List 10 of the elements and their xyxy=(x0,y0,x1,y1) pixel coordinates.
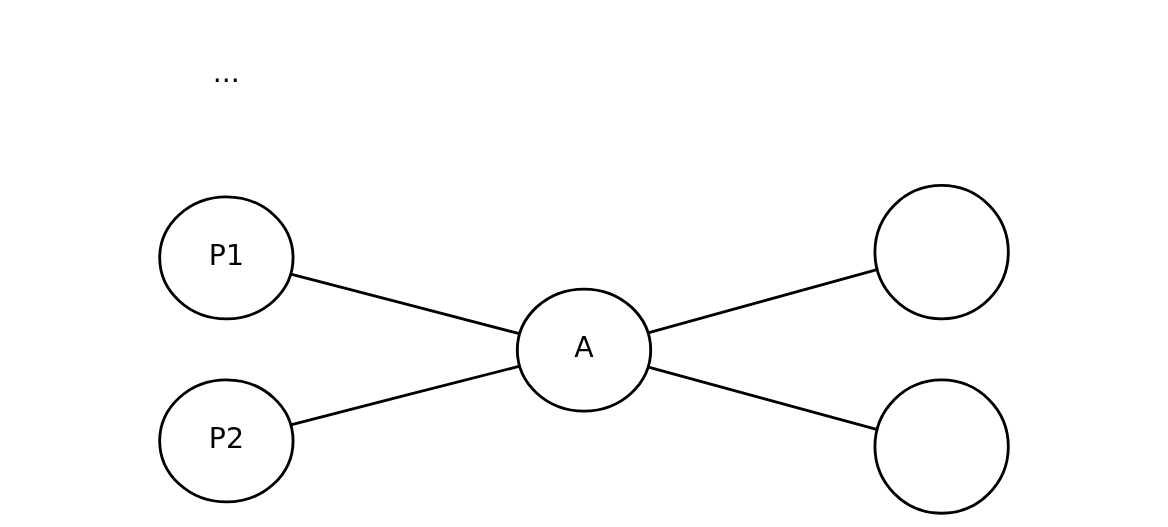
node-circle xyxy=(873,184,1010,321)
node-circle: A xyxy=(515,287,653,413)
connector xyxy=(290,364,520,427)
connector xyxy=(290,272,520,336)
node-circle xyxy=(873,378,1010,515)
connector xyxy=(647,268,878,335)
label: ... xyxy=(212,55,240,89)
node-circle: P1 xyxy=(158,195,295,321)
connector xyxy=(648,365,877,431)
node-circle: P2 xyxy=(158,378,295,504)
